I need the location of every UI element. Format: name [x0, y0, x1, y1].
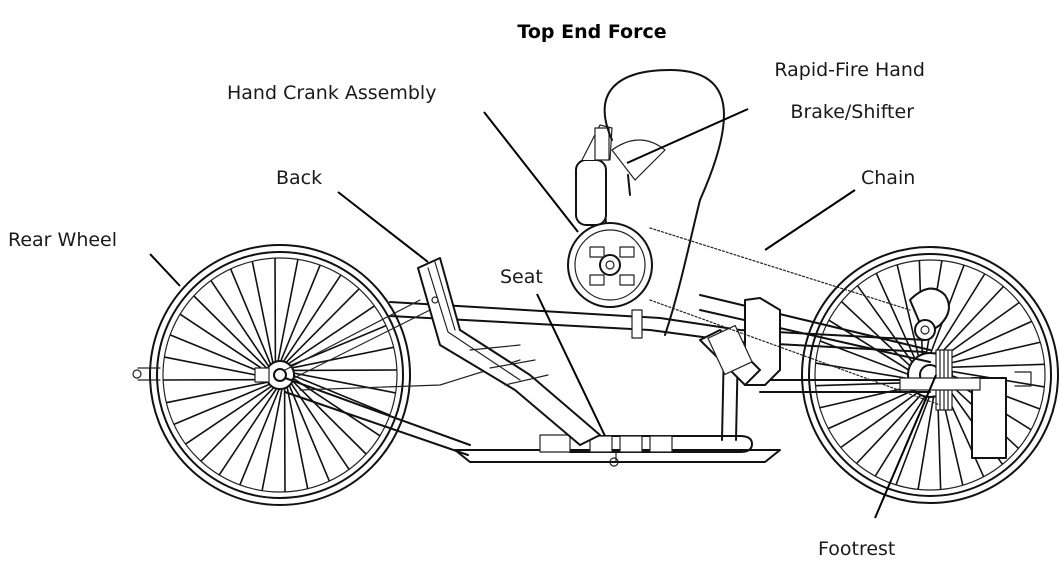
spoke: [193, 295, 270, 371]
spoke: [261, 386, 284, 491]
label-rear-wheel: Rear Wheel: [8, 229, 117, 251]
spoke: [875, 272, 917, 362]
spoke: [895, 394, 931, 486]
spoke: [896, 264, 920, 359]
diagram-title: Top End Force: [517, 21, 666, 43]
spoke: [291, 374, 391, 416]
spoke: [179, 313, 269, 374]
spoke: [855, 392, 923, 465]
frame: [284, 294, 981, 456]
spoke: [286, 305, 375, 366]
label-brake-shifter-line1: Rapid-Fire Hand: [774, 59, 925, 81]
spoke: [815, 381, 912, 387]
spoke: [239, 386, 281, 486]
spoke: [281, 274, 342, 364]
spoke: [291, 376, 381, 437]
spoke: [218, 386, 279, 476]
spoke: [169, 334, 269, 376]
spoke: [166, 380, 271, 404]
callout-leaders: [149, 108, 937, 519]
hand-crank-assembly: [567, 124, 666, 339]
spoke: [287, 383, 331, 482]
front-wheel: [801, 246, 1059, 504]
label-footrest: Footrest: [818, 538, 895, 560]
spoke: [285, 384, 309, 489]
spoke: [943, 320, 1033, 362]
spoke: [840, 390, 920, 449]
spoke: [229, 268, 273, 367]
spoke: [917, 394, 935, 490]
spoke: [290, 379, 367, 455]
brake-cable: [603, 69, 725, 336]
label-back: Back: [276, 167, 322, 189]
spoke: [937, 285, 1005, 358]
spoke: [284, 288, 360, 365]
spoke: [200, 385, 276, 462]
spoke: [840, 300, 913, 368]
spoke: [948, 363, 1045, 369]
spoke: [940, 301, 1020, 360]
spoke: [815, 362, 911, 380]
spoke: [276, 259, 299, 364]
spoke: [210, 280, 271, 369]
spoke: [827, 388, 917, 430]
chain: [649, 227, 941, 406]
spoke: [289, 346, 394, 370]
label-brake-shifter-line2: Brake/Shifter: [790, 101, 914, 123]
spoke: [933, 273, 986, 356]
spoke: [185, 384, 274, 445]
spoke: [173, 382, 272, 426]
label-seat: Seat: [500, 266, 543, 288]
spoke: [874, 394, 927, 477]
rear-wheel-spokes: [163, 258, 397, 492]
seat-pan: [454, 434, 781, 467]
rear-wheel: [132, 244, 411, 506]
label-chain: Chain: [861, 167, 915, 189]
label-hand-crank-assembly: Hand Crank Assembly: [227, 82, 436, 104]
spoke: [946, 341, 1041, 365]
spoke: [291, 371, 396, 394]
spoke: [164, 356, 269, 379]
spoke: [279, 264, 321, 364]
back-rest: [417, 257, 601, 446]
spoke: [251, 261, 275, 366]
